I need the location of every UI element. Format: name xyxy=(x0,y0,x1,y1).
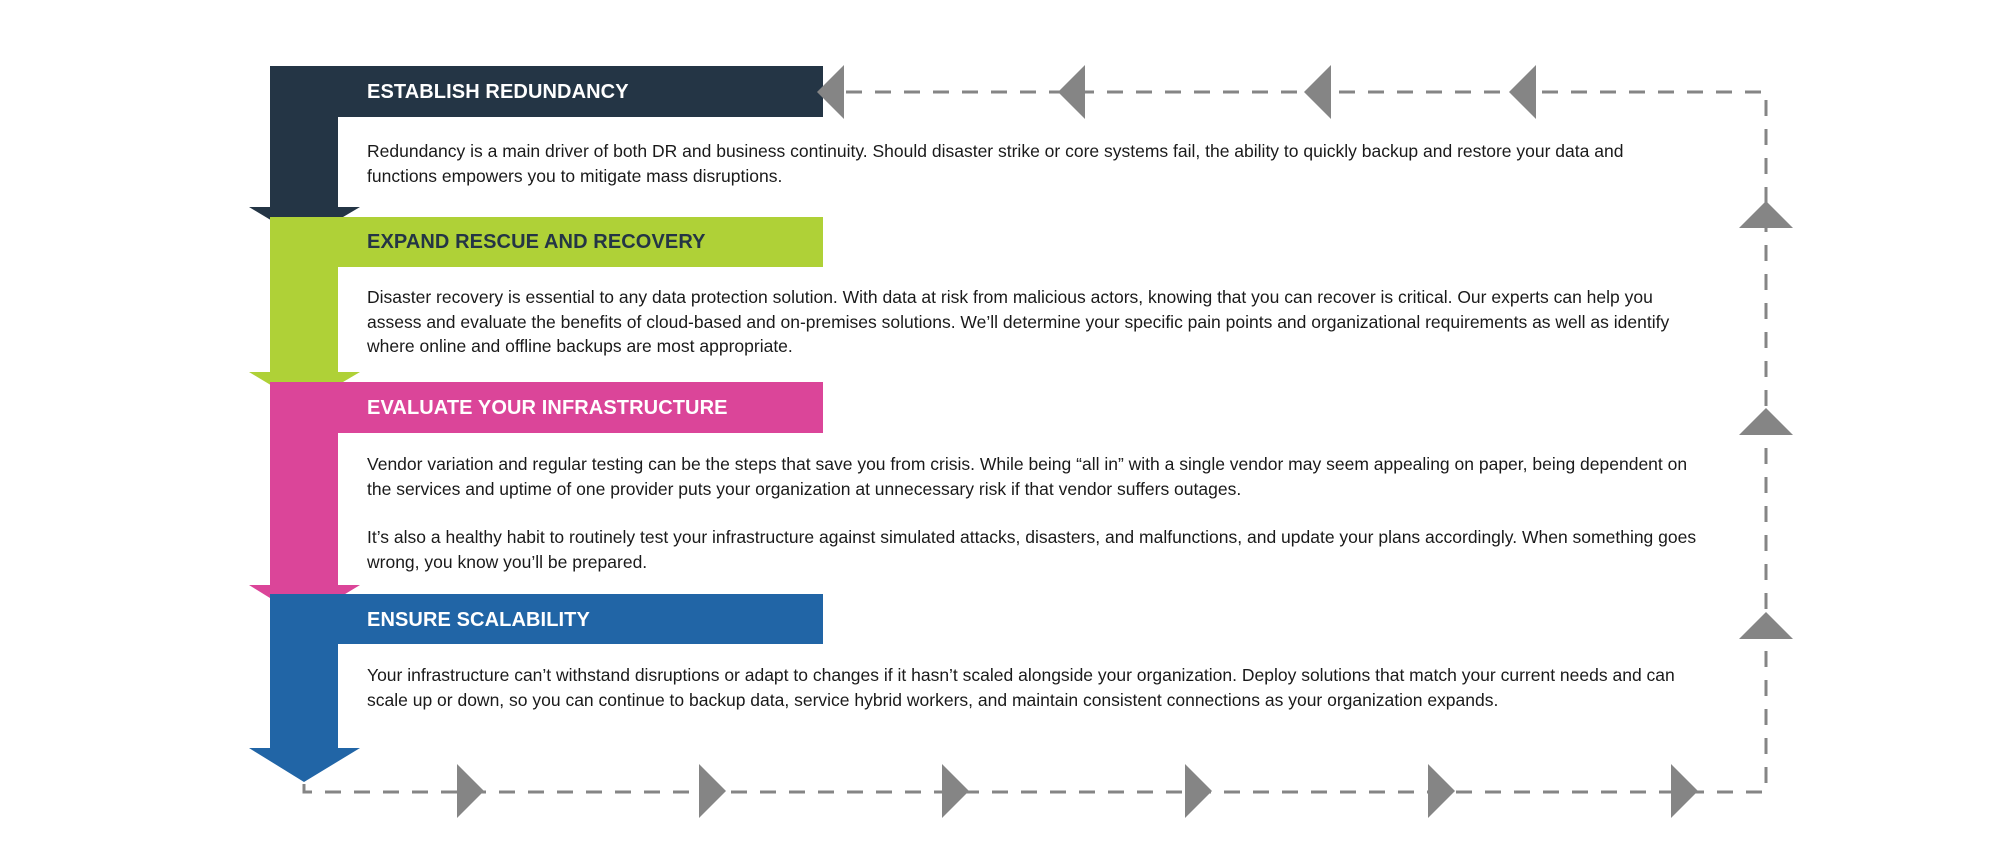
loop-left-arrow-icon xyxy=(1058,65,1085,119)
step-3-arrow-stem xyxy=(270,433,338,585)
step-3-description: Vendor variation and regular testing can… xyxy=(367,452,1697,574)
step-4-arrow-stem xyxy=(270,594,338,748)
step-2-arrow-stem xyxy=(270,217,338,372)
loop-left-arrow-icon xyxy=(1509,65,1536,119)
loop-up-arrow-icon xyxy=(1739,201,1793,228)
loop-right-arrow-icon xyxy=(699,764,726,818)
step-1-description: Redundancy is a main driver of both DR a… xyxy=(367,139,1697,188)
loop-up-arrow-icon xyxy=(1739,612,1793,639)
step-2-description: Disaster recovery is essential to any da… xyxy=(367,285,1697,359)
step-4-down-arrow-icon xyxy=(249,748,360,782)
feedback-loop-dashed-line xyxy=(302,90,1768,794)
step-4-paragraph: Your infrastructure can’t withstand disr… xyxy=(367,665,1675,710)
step-3-title: EVALUATE YOUR INFRASTRUCTURE xyxy=(367,397,728,419)
step-4-header-bar xyxy=(338,594,823,644)
loop-left-arrow-icon xyxy=(1304,65,1331,119)
step-1-shape xyxy=(249,66,823,240)
step-4-title: ENSURE SCALABILITY xyxy=(367,609,590,631)
loop-right-arrow-icon xyxy=(942,764,969,818)
step-3-paragraph-2: It’s also a healthy habit to routinely t… xyxy=(367,527,1697,572)
step-1-paragraph: Redundancy is a main driver of both DR a… xyxy=(367,141,1624,186)
step-3-header-bar xyxy=(270,382,823,433)
step-2-paragraph: Disaster recovery is essential to any da… xyxy=(367,287,1670,356)
loop-right-arrow-icon xyxy=(1428,764,1455,818)
step-2-title: EXPAND RESCUE AND RECOVERY xyxy=(367,231,706,253)
step-1-arrow-stem xyxy=(270,117,338,207)
step-4-shape xyxy=(249,594,823,782)
step-1-header-bar xyxy=(270,66,823,117)
step-4-description: Your infrastructure can’t withstand disr… xyxy=(367,663,1697,712)
step-2-shape xyxy=(249,217,823,405)
step-2-header-bar xyxy=(338,217,823,267)
loop-right-arrow-icon xyxy=(1185,764,1212,818)
loop-up-arrow-icon xyxy=(1739,408,1793,435)
step-3-paragraph-1: Vendor variation and regular testing can… xyxy=(367,454,1688,499)
loop-right-arrow-icon xyxy=(457,764,484,818)
step-1-title: ESTABLISH REDUNDANCY xyxy=(367,81,629,103)
loop-left-arrow-icon xyxy=(817,65,844,119)
loop-right-arrow-icon xyxy=(1671,764,1698,818)
